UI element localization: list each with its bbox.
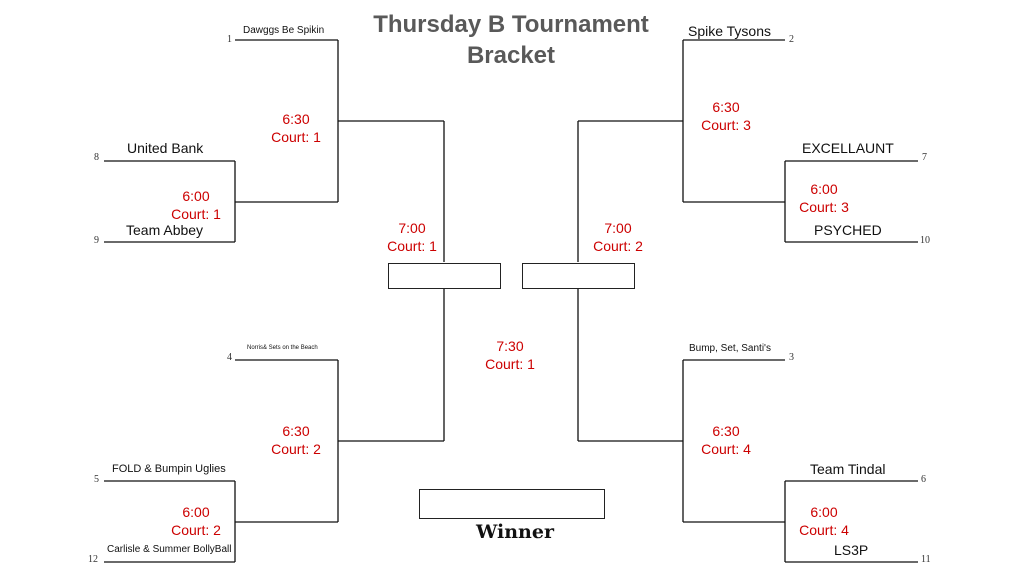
match-4-court: Court: 2 <box>271 441 321 457</box>
seed-number-1: 1 <box>227 34 232 45</box>
seed-number-3: 3 <box>789 352 794 363</box>
team-name-seed1: Dawggs Be Spikin <box>243 25 325 36</box>
match-4-time: 6:30 <box>282 423 310 439</box>
semifinal-right-result-box[interactable] <box>522 263 635 289</box>
seed-number-4: 4 <box>227 352 232 363</box>
team-name-seed12: Carlisle & Summer BollyBall <box>107 544 232 555</box>
match-1-court: Court: 1 <box>271 129 321 145</box>
page-title-line2: Bracket <box>466 42 556 69</box>
semifinal-left-result-box[interactable] <box>388 263 501 289</box>
seed-number-10: 10 <box>920 235 930 246</box>
match-3-court: Court: 4 <box>701 441 751 457</box>
page-title-line1: Thursday B Tournament <box>373 11 649 38</box>
team-name-seed6: Team Tindal <box>810 461 886 477</box>
team-name-seed9: Team Abbey <box>126 222 204 238</box>
semifinal-left-court: Court: 1 <box>387 238 437 254</box>
seed-number-6: 6 <box>921 474 926 485</box>
match-1-time: 6:30 <box>282 111 310 127</box>
match-7v10-court: Court: 3 <box>799 199 849 215</box>
team-name-seed5: FOLD & Bumpin Uglies <box>112 463 226 475</box>
team-name-seed2: Spike Tysons <box>688 23 772 39</box>
final-time: 7:30 <box>496 338 524 354</box>
semifinal-right-court: Court: 2 <box>593 238 643 254</box>
match-6v11-court: Court: 4 <box>799 522 849 538</box>
match-8v9-time: 6:00 <box>182 188 210 204</box>
seed-number-11: 11 <box>921 554 931 565</box>
seed-number-2: 2 <box>789 34 794 45</box>
match-5v12-court: Court: 2 <box>171 522 221 538</box>
team-name-seed3: Bump, Set, Santi's <box>689 343 771 354</box>
seed-number-9: 9 <box>94 235 99 246</box>
match-8v9-court: Court: 1 <box>171 206 221 222</box>
seed-number-7: 7 <box>922 152 927 163</box>
match-2-court: Court: 3 <box>701 117 751 133</box>
final-court: Court: 1 <box>485 356 535 372</box>
match-6v11-time: 6:00 <box>810 504 838 520</box>
seed-number-8: 8 <box>94 152 99 163</box>
team-name-seed10: PSYCHED <box>814 222 882 238</box>
winner-label: Winner <box>476 521 554 543</box>
semifinal-left-time: 7:00 <box>398 220 426 236</box>
champion-result-box[interactable] <box>419 489 605 519</box>
match-7v10-time: 6:00 <box>810 181 838 197</box>
match-5v12-time: 6:00 <box>182 504 210 520</box>
team-name-seed8: United Bank <box>127 140 204 156</box>
semifinal-right-time: 7:00 <box>604 220 632 236</box>
match-2-time: 6:30 <box>712 99 740 115</box>
match-3-time: 6:30 <box>712 423 740 439</box>
seed-number-12: 12 <box>88 554 98 565</box>
seed-number-5: 5 <box>94 474 99 485</box>
team-name-seed11: LS3P <box>834 542 869 558</box>
team-name-seed4: Norris& Sets on the Beach <box>247 345 318 351</box>
team-name-seed7: EXCELLAUNT <box>802 140 894 156</box>
